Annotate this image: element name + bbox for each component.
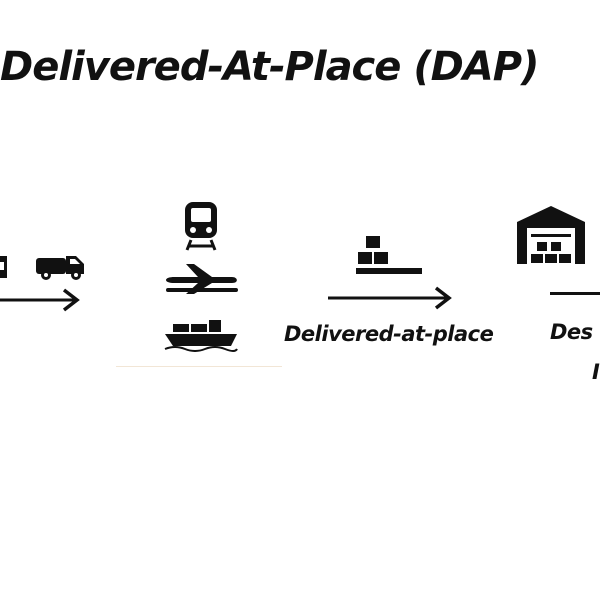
destination-label: Des	[550, 320, 593, 344]
arrow-1	[0, 288, 80, 312]
destination-line	[550, 292, 600, 295]
arrow-2	[328, 286, 452, 310]
stage-label-delivered: Delivered-at-place	[284, 322, 494, 346]
truck-icon	[36, 256, 84, 280]
warehouse-icon	[517, 206, 585, 264]
building-icon	[0, 256, 7, 278]
destination-label-line2: I	[592, 360, 600, 384]
baseline-divider	[116, 366, 282, 367]
train-icon	[185, 202, 217, 251]
cargo-ship-icon	[164, 320, 238, 352]
page-title: Delivered-At-Place (DAP)	[0, 44, 539, 90]
package-stack-icon	[356, 236, 422, 274]
airplane-icon	[166, 264, 238, 294]
